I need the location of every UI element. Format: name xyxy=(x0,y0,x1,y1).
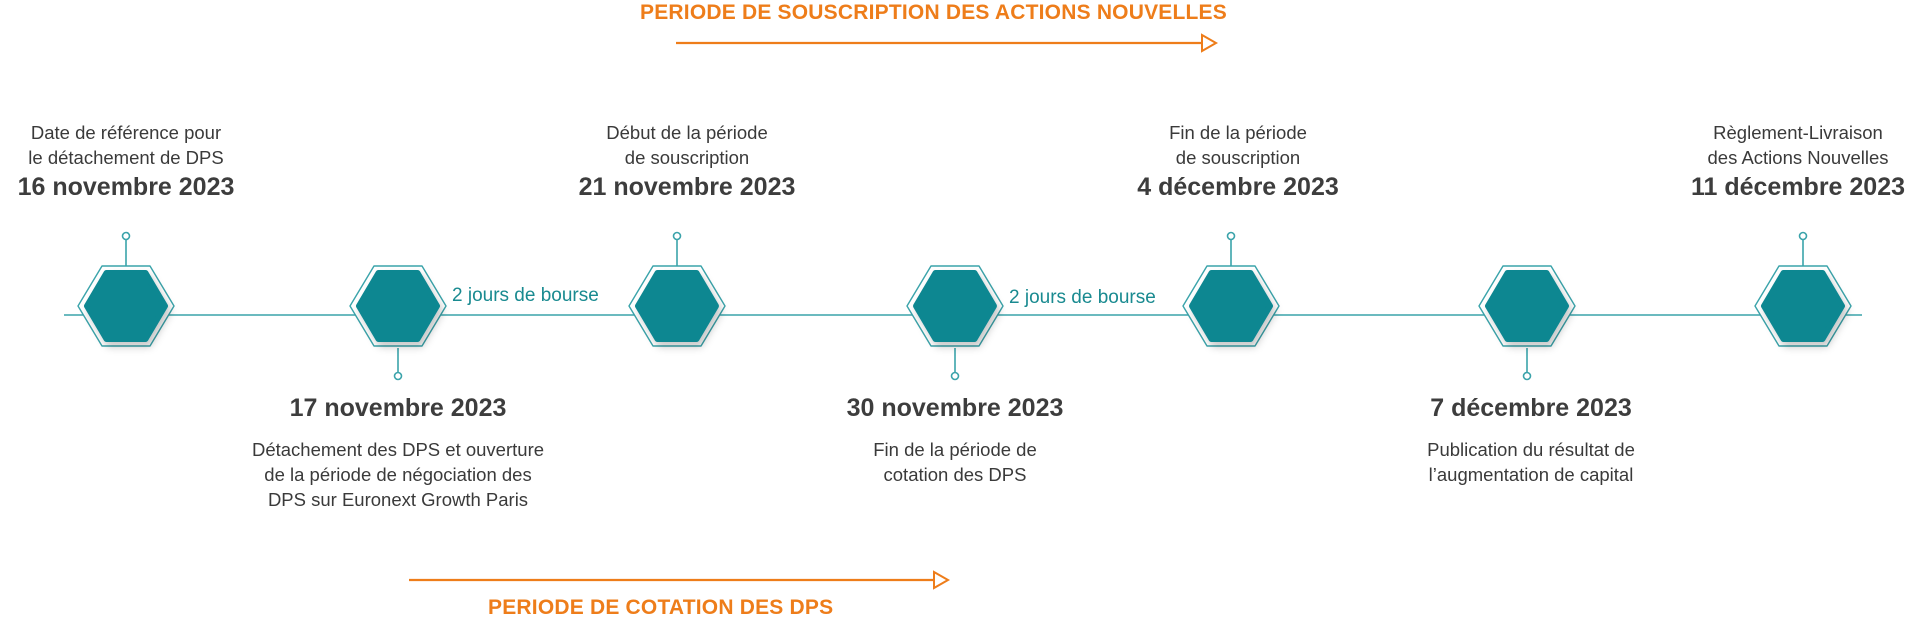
event-subscription-end: Fin de la période de souscription 4 déce… xyxy=(1078,120,1398,202)
node-connector-dot xyxy=(672,231,682,241)
trading-days-gap-label: 2 jours de bourse xyxy=(448,285,603,307)
hexagon-marker xyxy=(84,270,168,342)
event-description: Fin de la période de cotation des DPS xyxy=(873,439,1037,485)
node-connector-dot xyxy=(393,371,403,381)
trading-period-label: PERIODE DE COTATION DES DPS xyxy=(488,596,834,619)
hexagon-marker xyxy=(1761,270,1845,342)
event-results-publication: 7 décembre 2023 Publication du résultat … xyxy=(1371,393,1691,487)
event-date: 30 novembre 2023 xyxy=(846,394,1064,422)
event-description: Date de référence pour le détachement de… xyxy=(28,122,224,168)
event-date: 7 décembre 2023 xyxy=(1430,394,1632,422)
timeline-node xyxy=(1182,231,1280,347)
event-reference-date: Date de référence pour le détachement de… xyxy=(0,120,286,202)
node-connector-dot xyxy=(950,371,960,381)
hexagon-marker xyxy=(913,270,997,342)
event-description: Règlement-Livraison des Actions Nouvelle… xyxy=(1707,122,1889,168)
event-trading-end: 30 novembre 2023 Fin de la période de co… xyxy=(795,393,1115,487)
event-description: Début de la période de souscription xyxy=(606,122,768,168)
hexagon-marker xyxy=(635,270,719,342)
subscription-period-label: PERIODE DE SOUSCRIPTION DES ACTIONS NOUV… xyxy=(640,1,1227,24)
trading-days-gap-label: 2 jours de bourse xyxy=(1005,287,1160,309)
timeline-node xyxy=(349,265,447,381)
hexagon-marker xyxy=(1189,270,1273,342)
event-date: 11 décembre 2023 xyxy=(1690,173,1906,201)
event-date: 21 novembre 2023 xyxy=(578,173,796,201)
event-date: 16 novembre 2023 xyxy=(17,173,235,201)
node-connector-dot xyxy=(121,231,131,241)
timeline-node xyxy=(628,231,726,347)
node-connector-dot xyxy=(1226,231,1236,241)
event-date: 4 décembre 2023 xyxy=(1137,173,1339,201)
trading-period-arrow xyxy=(409,570,951,590)
event-date: 17 novembre 2023 xyxy=(289,394,507,422)
node-connector-dot xyxy=(1522,371,1532,381)
hexagon-marker xyxy=(356,270,440,342)
timeline-node xyxy=(1478,265,1576,381)
timeline-node xyxy=(77,231,175,347)
event-subscription-start: Début de la période de souscription 21 n… xyxy=(527,120,847,202)
node-connector-dot xyxy=(1798,231,1808,241)
event-description: Détachement des DPS et ouverture de la p… xyxy=(251,439,545,510)
event-settlement-delivery: Règlement-Livraison des Actions Nouvelle… xyxy=(1638,120,1920,202)
hexagon-marker xyxy=(1485,270,1569,342)
event-dps-detachment: 17 novembre 2023 Détachement des DPS et … xyxy=(238,393,558,512)
subscription-period-arrow xyxy=(676,33,1219,53)
event-description: Publication du résultat de l’augmentatio… xyxy=(1427,439,1635,485)
timeline-node xyxy=(906,265,1004,381)
timeline-node xyxy=(1754,231,1852,347)
event-description: Fin de la période de souscription xyxy=(1169,122,1307,168)
